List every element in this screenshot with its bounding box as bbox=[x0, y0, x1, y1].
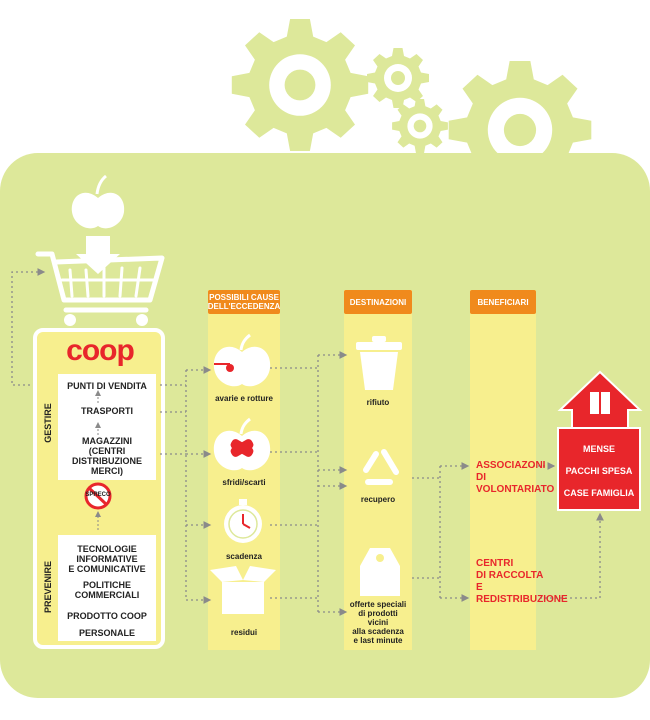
destination-label-recupero: recupero bbox=[360, 495, 396, 504]
column-header-cause: POSSIBILI CAUSE DELL'ECCEDENZA bbox=[208, 290, 280, 314]
destination-label-offerte: offerte speciali di prodotti vicini alla… bbox=[349, 600, 407, 645]
destination-label-rifiuto: rifiuto bbox=[366, 398, 390, 407]
house-icon bbox=[557, 370, 643, 431]
beneficiary-item-case: CASE FAMIGLIA bbox=[563, 488, 635, 498]
beneficiaries-box bbox=[557, 427, 641, 511]
prevenire-item-politiche: POLITICHE COMMERCIALI bbox=[74, 580, 140, 600]
cause-label-avarie: avarie e rotture bbox=[215, 394, 273, 403]
column-header-beneficiaries: BENEFICIARI bbox=[470, 290, 536, 314]
prevenire-item-prodotto: PRODOTTO COOP bbox=[67, 611, 147, 621]
prevenire-item-personale: PERSONALE bbox=[78, 628, 135, 638]
price-tag-percent-icon bbox=[360, 548, 400, 596]
stopwatch-icon bbox=[224, 499, 262, 543]
apple-bandage-icon bbox=[213, 417, 271, 471]
prevenire-inner-box bbox=[58, 535, 156, 641]
shopping-cart-icon bbox=[35, 251, 165, 313]
beneficiary-label-associazioni: ASSOCIAZONI DI VOLONTARIATO bbox=[476, 460, 555, 495]
flow-connectors bbox=[11, 268, 604, 616]
gestire-inner-box bbox=[58, 374, 156, 480]
apple-broken-icon bbox=[213, 333, 271, 387]
spreco-label: SPRECO bbox=[85, 492, 111, 498]
cause-label-sfridi: sfridi/scarti bbox=[222, 478, 266, 487]
gestire-item-punti-vendita: PUNTI DI VENDITA bbox=[67, 381, 147, 391]
gestire-item-magazzini: MAGAZZINI (CENTRI DISTRIBUZIONE MERCI) bbox=[71, 436, 142, 476]
gestire-item-trasporti: TRASPORTI bbox=[80, 406, 133, 416]
cause-label-scadenza: scadenza bbox=[225, 552, 263, 561]
prevenire-item-tecnologie: TECNOLOGIE INFORMATIVE E COMUNICATIVE bbox=[68, 544, 146, 574]
trash-bin-icon bbox=[356, 336, 402, 390]
coop-logo: coop bbox=[66, 334, 135, 367]
recycle-icon bbox=[363, 449, 399, 485]
beneficiary-label-centri: CENTRI DI RACCOLTA E REDISTRIBUZIONE bbox=[476, 558, 568, 605]
beneficiary-item-mense: MENSE bbox=[582, 444, 615, 454]
beneficiary-item-pacchi: PACCHI SPESA bbox=[565, 466, 633, 476]
open-box-icon bbox=[210, 566, 276, 614]
column-header-destinations: DESTINAZIONI bbox=[344, 290, 412, 314]
cause-label-residui: residui bbox=[230, 628, 258, 637]
section-gestire-label: GESTIRE bbox=[43, 403, 53, 443]
down-arrow-icon bbox=[76, 236, 120, 274]
column-beneficiaries bbox=[470, 290, 536, 650]
section-prevenire-label: PREVENIRE bbox=[43, 561, 53, 614]
apple-icon bbox=[71, 174, 125, 229]
